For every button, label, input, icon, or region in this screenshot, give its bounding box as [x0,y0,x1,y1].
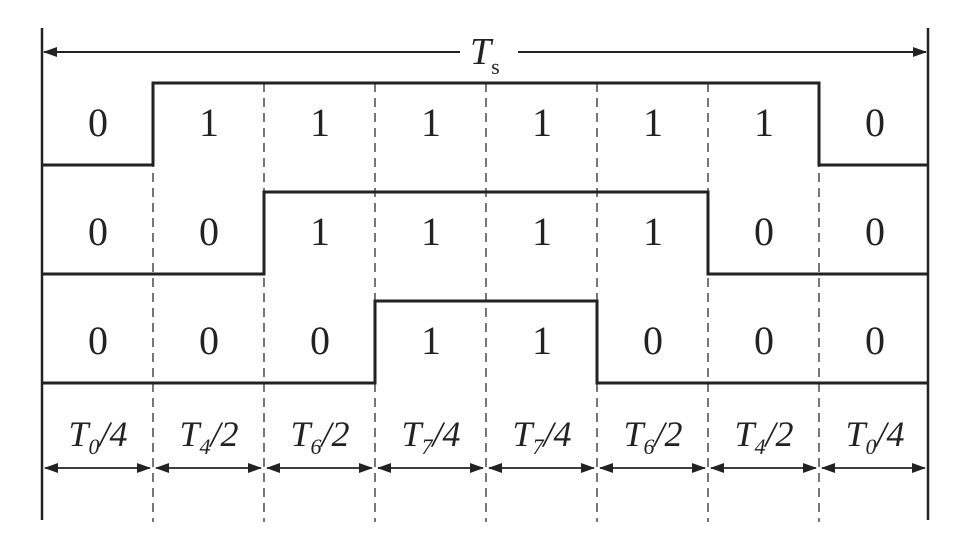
bit-value: 1 [421,100,441,145]
bit-value: 1 [310,209,330,254]
bit-value: 0 [865,318,885,363]
bit-labels: 0 1 1 1 1 1 1 0 0 0 1 1 1 1 0 0 0 0 0 1 … [88,100,885,363]
bit-value: 1 [643,209,663,254]
bit-value: 0 [865,100,885,145]
bit-value: 0 [310,318,330,363]
bit-value: 1 [199,100,219,145]
period-label: Ts [470,31,500,79]
switching-waveforms [42,81,928,385]
bit-value: 0 [754,318,774,363]
interval-separators [152,83,820,522]
bit-value: 0 [865,209,885,254]
interval-label: T4/2 [179,414,238,459]
interval-label: T6/2 [623,414,682,459]
bit-value: 1 [310,100,330,145]
switching-waveform-row-2 [42,190,928,276]
bit-value: 0 [199,318,219,363]
switching-waveform-row-3 [42,299,928,385]
bit-value: 1 [421,209,441,254]
bit-value: 1 [532,100,552,145]
switching-waveform-row-1 [42,81,928,167]
period-subscript: s [491,54,500,79]
interval-label: T0/4 [845,414,904,459]
bit-value: 0 [199,209,219,254]
bit-value: 0 [754,209,774,254]
interval-label: T6/2 [290,414,349,459]
bit-value: 0 [643,318,663,363]
bit-value: 1 [532,209,552,254]
interval-label: T4/2 [734,414,793,459]
interval-label: T0/4 [68,414,127,459]
bit-value: 1 [643,100,663,145]
interval-label: T7/4 [512,414,571,459]
bit-value: 0 [88,209,108,254]
bit-value: 1 [421,318,441,363]
interval-labels: T0/4 T4/2 T6/2 T7/4 T7/4 T6/2 T4/2 T0/4 [68,414,904,459]
period-symbol: T [470,31,494,73]
bit-value: 0 [88,318,108,363]
bit-value: 0 [88,100,108,145]
bit-value: 1 [532,318,552,363]
bit-value: 1 [754,100,774,145]
interval-label: T7/4 [401,414,460,459]
